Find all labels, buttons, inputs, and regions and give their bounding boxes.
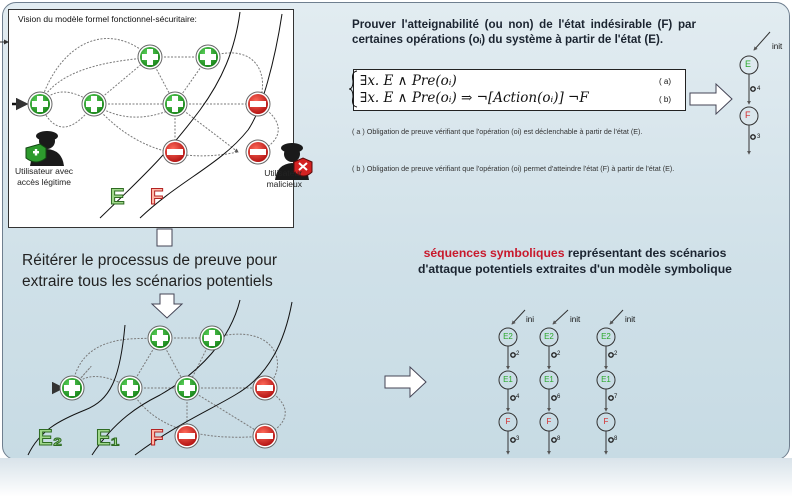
- state-label-f: F: [149, 184, 164, 210]
- malicious-user-line: malicieux: [266, 179, 302, 189]
- sequences-title-rest: représentant des scénarios d'attaque pot…: [418, 246, 732, 276]
- seq-state-label: E1: [601, 375, 611, 384]
- bottom-band: [0, 458, 792, 497]
- legit-user-icon: [22, 122, 66, 166]
- boundary-curve: [99, 11, 241, 219]
- unsafe-state-node-icon: [252, 423, 278, 449]
- seq-op-label: 8: [557, 436, 561, 442]
- boundary-curve: [27, 324, 126, 456]
- state-label-e: E: [110, 184, 126, 210]
- seq-state-label: E: [745, 59, 752, 69]
- safe-state-node-icon: [162, 91, 188, 117]
- ini-label: ini: [526, 315, 535, 324]
- operation-marker: [608, 437, 614, 443]
- unsafe-state-node-icon: [245, 91, 271, 117]
- malicious-user-label: Utilisateur malicieux: [232, 168, 302, 190]
- equation-tag-a: ( a): [659, 77, 671, 86]
- single-sequence: [739, 31, 771, 155]
- seq-op-label: 3: [757, 134, 761, 140]
- safe-state-node-icon: [147, 325, 173, 351]
- unsafe-state-node-icon: [174, 423, 200, 449]
- seq-op-label: 2: [516, 351, 520, 357]
- unsafe-state-node-icon: [252, 375, 278, 401]
- equation-a: ∃x. E ∧ Pre(oᵢ): [360, 73, 457, 89]
- operation-marker: [608, 352, 614, 358]
- down-arrow: [150, 293, 184, 319]
- unsafe-state-node-icon: [162, 139, 188, 165]
- legit-user-label: Utilisateur avec accès légitime: [4, 166, 84, 188]
- state-label-f: F: [149, 425, 164, 451]
- unsafe-state-node-icon: [245, 139, 271, 165]
- equation-tag-b: ( b): [659, 95, 671, 104]
- safe-state-node-icon: [174, 375, 200, 401]
- safe-state-node-icon: [195, 44, 221, 70]
- seq-state-label: E1: [544, 375, 554, 384]
- boundary-curve: [139, 13, 283, 219]
- seq-op-label: 2: [614, 351, 618, 357]
- state-label-e1: E₁: [96, 425, 121, 451]
- seq-op-label: 7: [614, 394, 618, 400]
- safe-state-node-icon: [117, 375, 143, 401]
- safe-state-node-icon: [59, 375, 85, 401]
- seq-state-label: E2: [601, 332, 611, 341]
- init-label: init: [625, 315, 636, 324]
- legit-user-line: accès légitime: [17, 177, 71, 187]
- seq-op-label: 3: [516, 436, 520, 442]
- safe-state-node-icon: [27, 91, 53, 117]
- malicious-user-line: Utilisateur: [264, 168, 302, 178]
- init-label: init: [772, 42, 783, 51]
- operation-marker: [551, 437, 557, 443]
- safe-state-node-icon: [81, 91, 107, 117]
- prouver-text: Prouver l'atteignabilité (ou non) de l'é…: [352, 18, 696, 46]
- seq-state-label: E2: [544, 332, 554, 341]
- equation-box: ∃x. E ∧ Pre(oᵢ) ∃x. E ∧ Pre(oᵢ) ⇒ ¬[Acti…: [353, 69, 686, 111]
- seq-op-label: 6: [557, 394, 561, 400]
- boundary-curve: [91, 299, 241, 456]
- malicious-user-icon: [270, 136, 314, 180]
- vision-title: Vision du modèle formel fonctionnel-sécu…: [18, 14, 197, 24]
- seq-op-label: 4: [757, 86, 761, 92]
- sequences-graphic: [511, 309, 624, 325]
- note-a: ( a ) Obligation de preuve vérifiant que…: [352, 127, 643, 136]
- right-arrow: [689, 82, 733, 116]
- seq-op-label: 2: [557, 351, 561, 357]
- operation-marker: [510, 395, 516, 401]
- init-label: init: [570, 315, 581, 324]
- safe-state-node-icon: [199, 325, 225, 351]
- seq-op-label: 4: [516, 394, 520, 400]
- seq-state-label: F: [505, 417, 511, 426]
- operation-marker: [551, 352, 557, 358]
- safe-state-node-icon: [137, 44, 163, 70]
- seq-state-label: F: [546, 417, 552, 426]
- sequences-title: séquences symboliques représentant des s…: [410, 245, 740, 277]
- seq-state-label: E2: [503, 332, 513, 341]
- state-label-e2: E₂: [37, 425, 63, 451]
- right-arrow: [384, 365, 427, 399]
- operation-marker: [510, 437, 516, 443]
- boundary-curve: [134, 301, 293, 456]
- seq-state-label: F: [603, 417, 609, 426]
- seq-op-label: 8: [614, 436, 618, 442]
- sequences-title-red: séquences symboliques: [423, 246, 565, 260]
- equation-b: ∃x. E ∧ Pre(oᵢ) ⇒ ¬[Action(oᵢ)] ¬F: [360, 90, 589, 106]
- seq-state-label: F: [745, 110, 751, 120]
- operation-marker: [510, 352, 516, 358]
- operation-marker: [608, 395, 614, 401]
- connector-box: [156, 228, 173, 247]
- legit-user-line: Utilisateur avec: [14, 166, 74, 176]
- note-b: ( b ) Obligation de preuve vérifiant que…: [352, 164, 675, 173]
- seq-state-label: E1: [503, 375, 513, 384]
- reiterer-text: Réitérer le processus de preuve pour ext…: [22, 252, 278, 290]
- operation-marker: [551, 395, 557, 401]
